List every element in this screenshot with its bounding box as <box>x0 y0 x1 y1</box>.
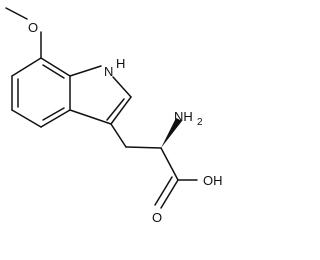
bond-c6-c7 <box>11 57 42 77</box>
bond-methyl-o <box>5 7 28 20</box>
bond-c7a-n1 <box>69 65 102 77</box>
molecule-structure: O H N NH 2 OH O <box>5 7 223 225</box>
bond-n1-c2 <box>112 76 132 98</box>
bond-c3-cbeta <box>110 123 127 148</box>
bond-c7-c7a <box>40 57 71 77</box>
bond-c3a-c4 <box>40 109 71 128</box>
amine-subscript-label: 2 <box>197 117 203 128</box>
bond-c2-c3-inner <box>106 98 125 121</box>
acid-oh-label: OH <box>203 173 223 188</box>
methoxy-oxygen-label: O <box>28 20 38 35</box>
indole-h-label: H <box>116 56 125 71</box>
amine-nh-label: NH <box>174 109 193 124</box>
wedge-bond-calpha-nh2 <box>161 118 182 148</box>
carbonyl-oxygen-label: O <box>152 210 162 225</box>
bond-c3a-c4-inner <box>42 107 65 121</box>
bond-ccarboxyl-o <box>160 179 179 209</box>
bond-c7-c7a-inner <box>42 64 65 79</box>
bond-c2-c3 <box>110 96 132 125</box>
bond-c4-c5 <box>11 109 42 128</box>
bond-ccarboxyl-o-double <box>154 176 173 206</box>
structure-canvas: O H N NH 2 OH O <box>5 7 223 225</box>
bond-c3-c3a <box>69 109 112 125</box>
indole-n-label: N <box>104 64 113 79</box>
bond-calpha-ccarboxyl <box>160 147 179 181</box>
bond-cbeta-calpha <box>125 146 162 149</box>
